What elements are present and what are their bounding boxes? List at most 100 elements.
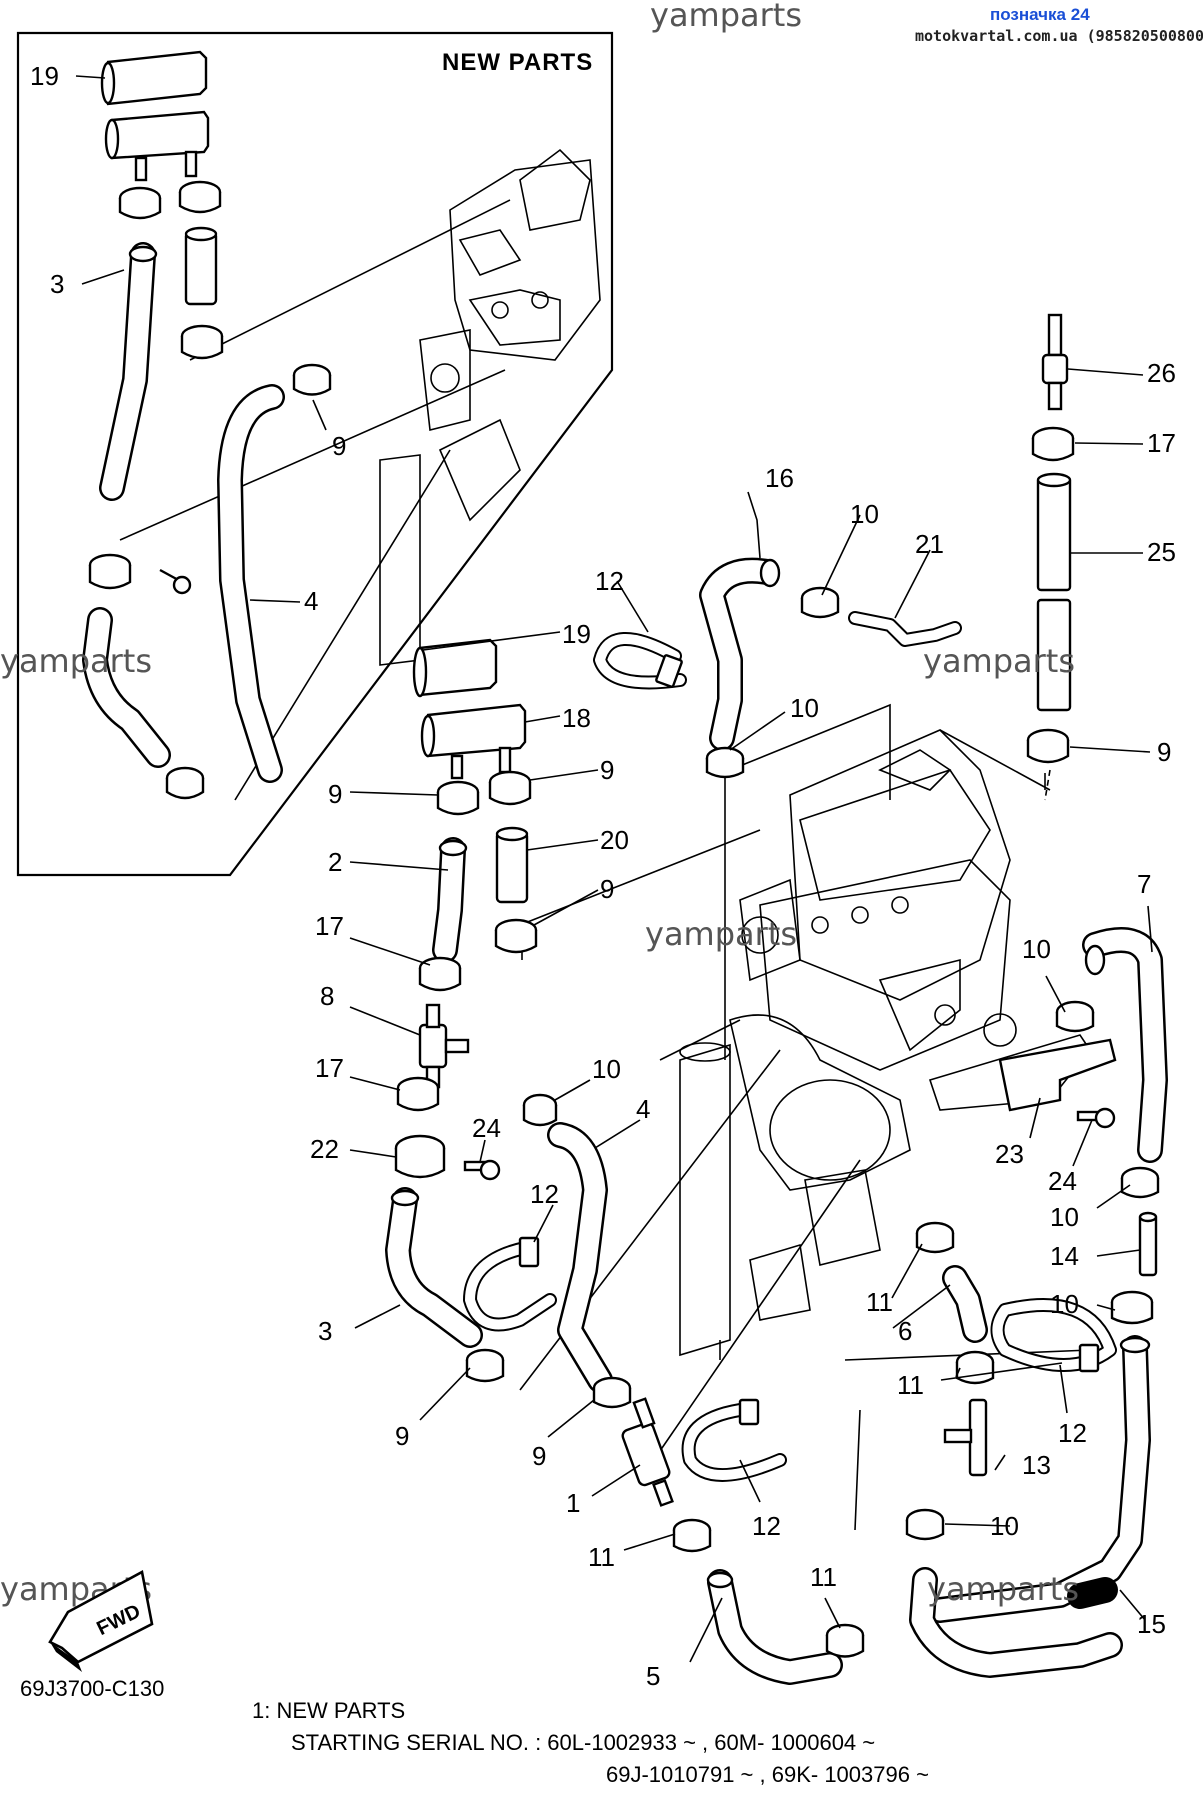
- callout-12c: 12: [595, 566, 624, 596]
- part-13-tee: [943, 1398, 988, 1477]
- fwd-arrow-icon: FWD: [48, 1570, 154, 1672]
- watermark-center: yamparts: [645, 915, 797, 953]
- clamp-10f: [1110, 1290, 1154, 1325]
- note-line-1: 1: NEW PARTS: [252, 1698, 405, 1723]
- callout-5: 5: [646, 1661, 660, 1691]
- part-26-fitting: [1041, 313, 1069, 411]
- bolt-24b: [1076, 1107, 1116, 1129]
- watermark-top: yamparts: [650, 0, 802, 34]
- callout-9c: 9: [600, 755, 614, 785]
- inset-clamp-bolt: [88, 553, 192, 595]
- callout-26: 26: [1147, 358, 1176, 388]
- watermark-left: yamparts: [0, 642, 152, 680]
- bracket-23: [998, 1038, 1117, 1112]
- main-engine-block: [679, 729, 1091, 1357]
- callout-11b: 11: [810, 1562, 837, 1592]
- band-12d: [990, 1298, 1117, 1373]
- callout-12b: 12: [752, 1511, 781, 1541]
- band-12b: [681, 1398, 787, 1482]
- callout-4a: 4: [304, 586, 318, 616]
- note-line-3: 69J-1010791 ~ , 69K- 1003796 ~: [606, 1762, 929, 1787]
- part-14-fitting: [1138, 1211, 1158, 1277]
- callout-10d: 10: [1022, 934, 1051, 964]
- callout-22: 22: [310, 1134, 339, 1164]
- page-subtitle: motokvartal.com.ua (985820500800): [915, 27, 1203, 45]
- clamp-9c: [488, 770, 532, 806]
- callout-10a: 10: [592, 1054, 621, 1084]
- callout-24a: 24: [472, 1113, 501, 1143]
- part-25-pipe: [1036, 472, 1072, 712]
- callout-9b: 9: [328, 779, 342, 809]
- page-title: позначка 24: [990, 5, 1090, 24]
- callout-6: 6: [898, 1316, 912, 1346]
- band-12c: [593, 631, 687, 690]
- inset-clamp-bottom: [165, 766, 205, 800]
- inset-part-18-filter: [104, 110, 210, 182]
- callout-9f: 9: [532, 1441, 546, 1471]
- inset-diag-line-2: [119, 369, 506, 541]
- callout-10f: 10: [1050, 1289, 1079, 1319]
- part-18-filter: [420, 703, 527, 780]
- callout-10g: 10: [990, 1511, 1019, 1541]
- callout-17a: 17: [315, 911, 344, 941]
- diagram-code: 69J3700-C130: [20, 1676, 164, 1701]
- inset-title: NEW PARTS: [442, 49, 593, 76]
- clamp-9g: [1026, 728, 1070, 764]
- inset-clamp-9a: [292, 363, 332, 396]
- part-21-pipe: [848, 611, 962, 647]
- callout-15: 15: [1137, 1609, 1166, 1639]
- callout-1: 1: [566, 1488, 580, 1518]
- callout-17b: 17: [315, 1053, 344, 1083]
- callout-3a: 3: [50, 269, 64, 299]
- clamp-10b: [800, 586, 840, 619]
- clamp-17a: [418, 956, 462, 992]
- inset-clamp-lower: [180, 324, 224, 360]
- clamp-10e: [1120, 1166, 1160, 1199]
- callout-14: 14: [1050, 1241, 1079, 1271]
- part-20-pipe: [495, 826, 529, 904]
- band-12a: [463, 1236, 557, 1332]
- callout-16: 16: [765, 463, 794, 493]
- callout-7: 7: [1137, 869, 1151, 899]
- callout-9d: 9: [600, 874, 614, 904]
- callout-10b: 10: [850, 499, 879, 529]
- callout-11d: 11: [897, 1370, 924, 1400]
- callout-11c: 11: [866, 1287, 893, 1317]
- callout-17c: 17: [1147, 428, 1176, 458]
- clamp-9f: [592, 1376, 632, 1409]
- callout-23: 23: [995, 1139, 1024, 1169]
- part-22-clamp: [394, 1134, 446, 1179]
- part-2-hose: [432, 837, 468, 963]
- clamp-10a: [522, 1093, 558, 1127]
- callout-18: 18: [562, 703, 591, 733]
- clamp-10c: [705, 746, 745, 779]
- note-line-2: STARTING SERIAL NO. : 60L-1002933 ~ , 60…: [291, 1730, 875, 1755]
- callout-13: 13: [1022, 1450, 1051, 1480]
- watermark-bottom-right: yamparts: [927, 1570, 1079, 1608]
- inset-part-19-cap: [100, 50, 208, 106]
- inset-part-20-pipe: [184, 226, 218, 306]
- part-1-fuel-filter: [621, 1397, 674, 1507]
- callout-8: 8: [320, 981, 334, 1011]
- clamp-11b: [825, 1623, 865, 1658]
- callout-25: 25: [1147, 537, 1176, 567]
- clamp-9d: [494, 918, 538, 954]
- clamp-17c: [1031, 426, 1075, 462]
- part-8-tjoint: [418, 1003, 470, 1089]
- clamp-11d: [955, 1350, 995, 1385]
- callout-12a: 12: [530, 1179, 559, 1209]
- callout-19a: 19: [30, 61, 59, 91]
- clamp-17b: [396, 1076, 440, 1112]
- callout-9a: 9: [332, 431, 346, 461]
- callout-2: 2: [328, 847, 342, 877]
- callout-9g: 9: [1157, 737, 1171, 767]
- inset-clamp-pair: [118, 180, 222, 220]
- callout-3: 3: [318, 1316, 332, 1346]
- clamp-10d: [1055, 1000, 1095, 1033]
- callout-24b: 24: [1048, 1166, 1077, 1196]
- bolt-24a: [463, 1159, 501, 1181]
- callout-10e: 10: [1050, 1202, 1079, 1232]
- inset-engine-sketch: [379, 148, 601, 666]
- callout-9e: 9: [395, 1421, 409, 1451]
